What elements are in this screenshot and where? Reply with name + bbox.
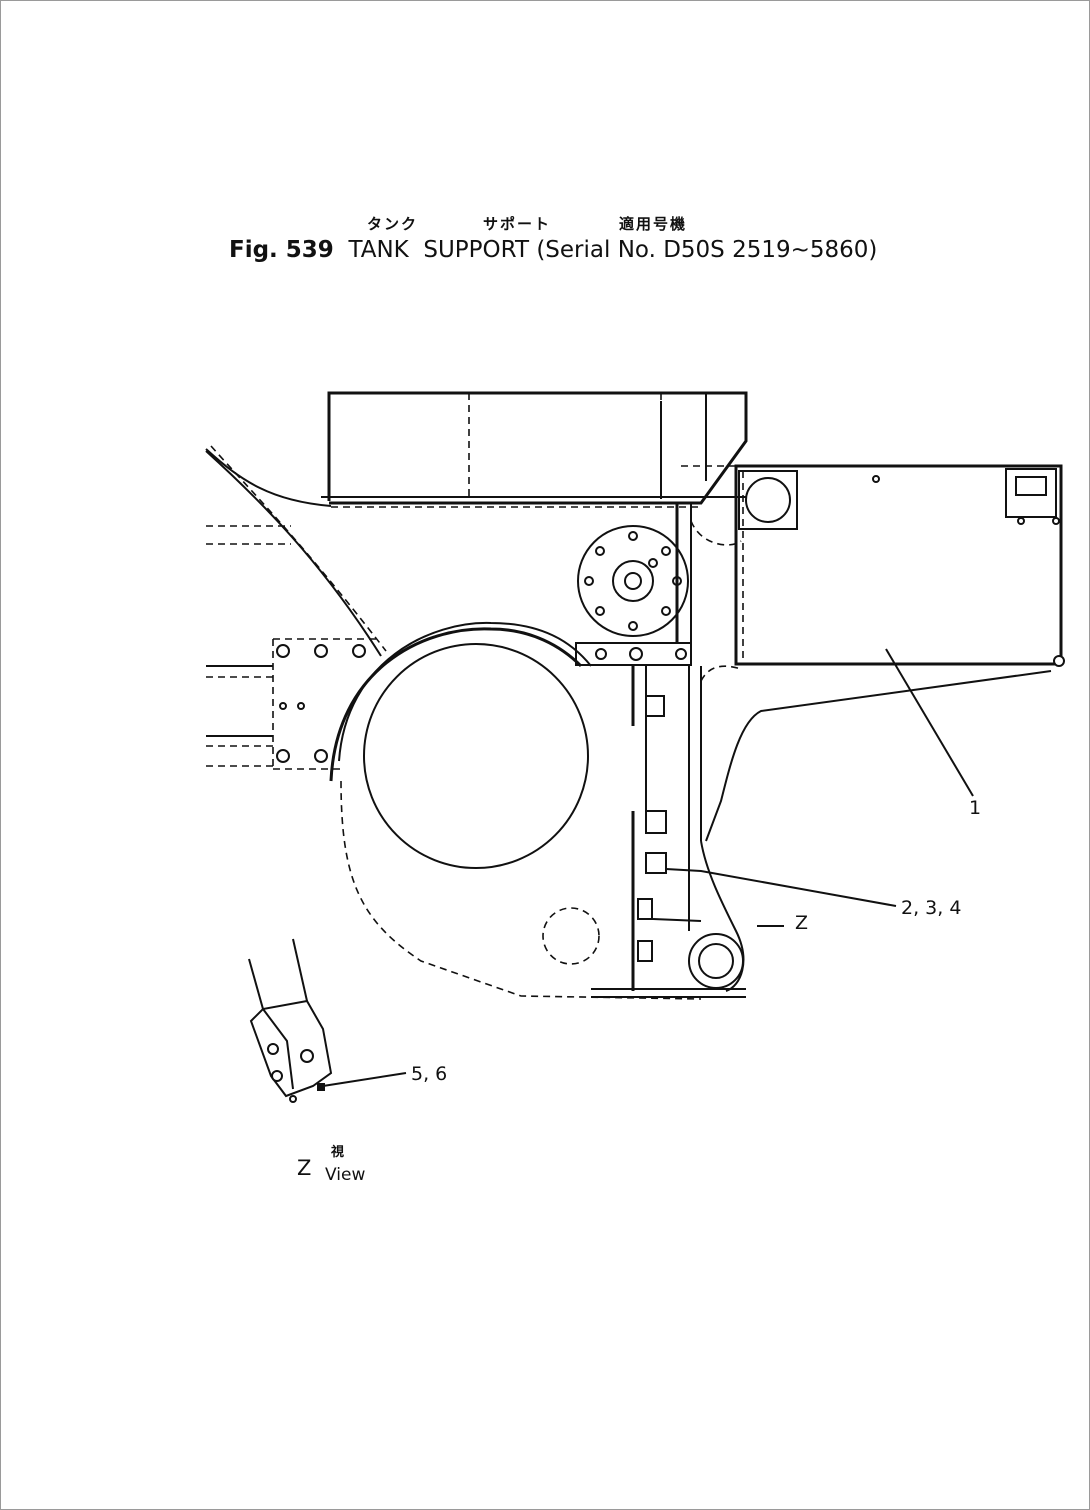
hydraulic-tank <box>681 464 1065 842</box>
title-support: SUPPORT <box>423 237 530 263</box>
sprocket-housing <box>329 621 746 1000</box>
title-serial: (Serial No. D50S 2519~5860) <box>536 237 878 263</box>
callout-arrow-z: Z <box>795 912 809 934</box>
title-tank: TANK <box>348 237 409 263</box>
upper-box <box>321 391 748 505</box>
leader-lines <box>322 648 974 1087</box>
callout-part-1: 1 <box>969 797 982 819</box>
frame-bolts <box>276 644 366 763</box>
jp-serial-label: 適用号機 <box>619 215 688 233</box>
jp-tank-label: タンク <box>367 215 419 233</box>
drive-flange <box>577 525 689 637</box>
view-en-label: View <box>325 1165 366 1185</box>
figure-title: Fig. 539 TANK SUPPORT (Serial No. D50S 2… <box>229 237 877 263</box>
figure-number: Fig. 539 <box>229 237 334 263</box>
frame-rails <box>205 445 701 770</box>
callout-part-2-3-4: 2, 3, 4 <box>901 897 962 919</box>
callout-part-5-6: 5, 6 <box>411 1063 448 1085</box>
view-z-letter: Z <box>297 1156 312 1180</box>
jp-support-label: サポート <box>483 215 552 233</box>
view-jp-label: 視 <box>331 1145 345 1160</box>
z-view-detail <box>248 938 333 1103</box>
support-bracket <box>575 503 745 992</box>
